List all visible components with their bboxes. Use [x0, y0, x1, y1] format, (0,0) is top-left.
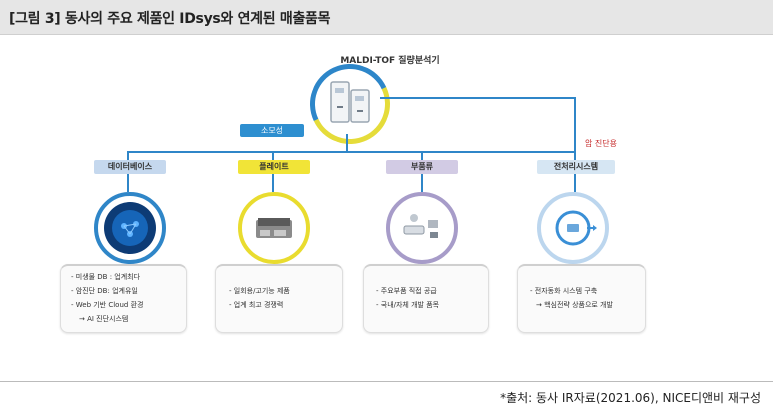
category-plate: 플레이트 [238, 160, 310, 174]
connector-horizontal [127, 151, 576, 153]
parts-icon [403, 214, 438, 238]
database-card: - 미생물 DB : 업계최다 - 암진단 DB: 업계유일 - Web 기반 … [60, 264, 187, 333]
connector-plate [272, 151, 274, 160]
footer-divider [0, 381, 773, 382]
parts-line-2: - 국내/자체 개발 품목 [376, 301, 440, 309]
database-line-2: - 암진단 DB: 업계유일 [71, 287, 138, 295]
database-line-1: - 미생물 DB : 업계최다 [71, 273, 141, 281]
cloud-database-icon [104, 202, 156, 254]
pretreatment-line-1: - 전자동화 시스템 구축 [530, 287, 598, 295]
database-circle [94, 192, 166, 264]
database-line-4: → AI 진단시스템 [79, 315, 129, 323]
connector-parts [421, 151, 423, 160]
category-database: 데이터베이스 [94, 160, 166, 174]
plate-circle [238, 192, 310, 264]
plate-line-2: - 업계 최고 경쟁력 [229, 301, 284, 309]
parts-circle [386, 192, 458, 264]
category-pretreatment: 전처리시스템 [537, 160, 615, 174]
pretreatment-card: - 전자동화 시스템 구축 → 핵심전략 상품으로 개발 [517, 264, 646, 333]
source-note: *출처: 동사 IR자료(2021.06), NICE디앤비 재구성 [500, 391, 761, 405]
plate-line-1: - 일회용/고기능 제품 [229, 287, 290, 295]
connector-right-down [574, 97, 576, 160]
connector-db-circle [127, 174, 129, 192]
plate-icon [256, 218, 292, 238]
pretreatment-system-icon [555, 210, 597, 246]
figure-title: [그림 3] 동사의 주요 제품인 IDsys와 연계된 매출품목 [9, 11, 331, 27]
connector-plate-circle [272, 174, 274, 192]
cancer-diagnosis-label: 암 진단용 [585, 139, 617, 148]
category-parts: 부품류 [386, 160, 458, 174]
maldi-tof-instrument-icon [330, 81, 370, 123]
figure-header: [그림 3] 동사의 주요 제품인 IDsys와 연계된 매출품목 [0, 0, 773, 35]
connector-main-down [346, 134, 348, 152]
consumables-label: 소모성 [240, 124, 304, 137]
pretreatment-circle [537, 192, 609, 264]
parts-card: - 주요부품 직접 공급 - 국내/자체 개발 품목 [363, 264, 489, 333]
plate-card: - 일회용/고기능 제품 - 업계 최고 경쟁력 [215, 264, 343, 333]
pretreatment-line-2: → 핵심전략 상품으로 개발 [536, 301, 613, 309]
connector-main-right [380, 97, 575, 99]
connector-db [127, 151, 129, 160]
main-product-label: MALDI-TOF 질량분석기 [340, 56, 440, 66]
connector-parts-circle [421, 174, 423, 192]
parts-line-1: - 주요부품 직접 공급 [376, 287, 437, 295]
database-line-3: - Web 기반 Cloud 환경 [71, 301, 144, 309]
connector-pretreatment-circle [574, 174, 576, 192]
